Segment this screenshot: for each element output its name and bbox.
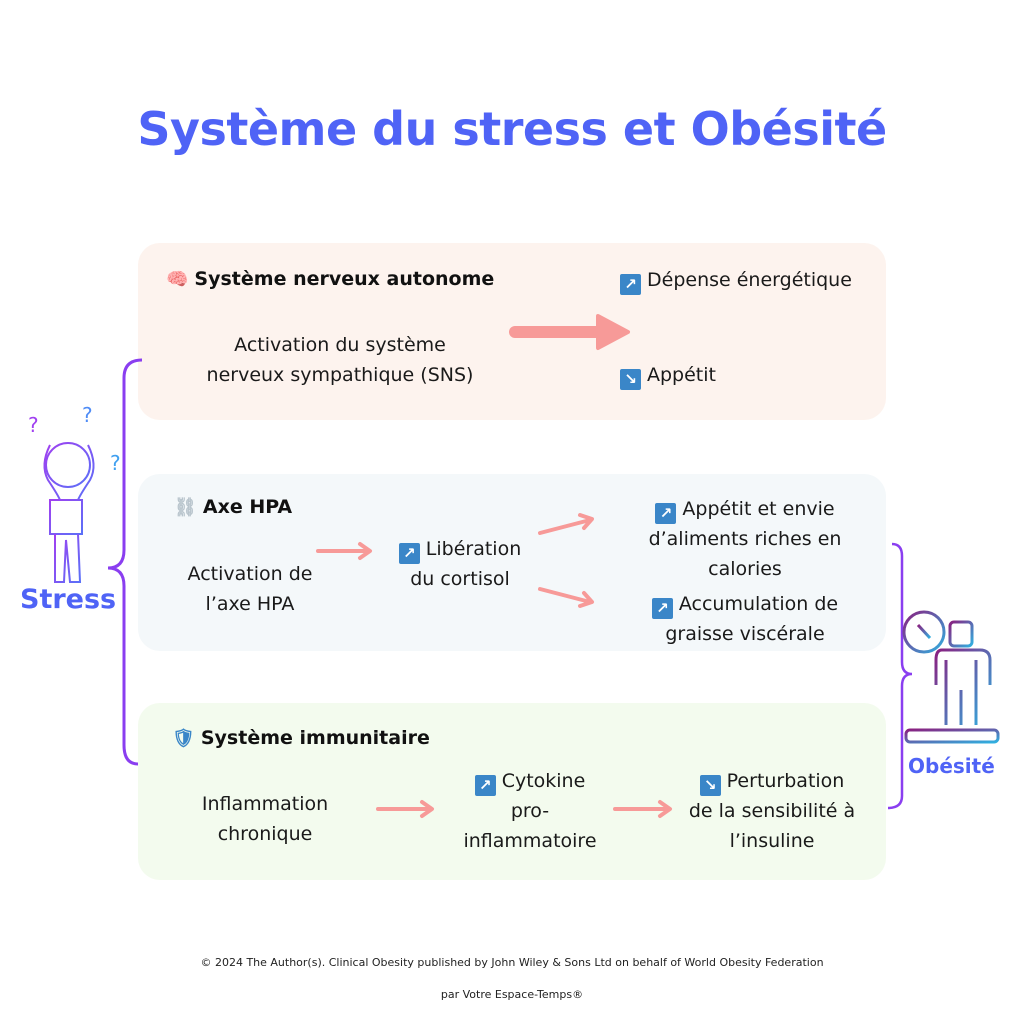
obesity-label: Obésité (908, 754, 995, 778)
arrow-up-right-icon: ↗ (398, 543, 420, 564)
effect-item: ↗Dépense énergétique (620, 265, 852, 295)
stress-brace (107, 358, 143, 766)
heading-text: Système immunitaire (200, 727, 430, 749)
heading-text: Système nerveux autonome (194, 268, 495, 290)
small-arrows (316, 513, 672, 818)
arrow-up-right-icon: ↗ (474, 775, 496, 796)
svg-text:?: ? (28, 413, 39, 437)
svg-text:?: ? (82, 403, 93, 427)
arrow-down-right-icon: ↘ (699, 775, 721, 796)
arrow-up-right-icon: ↗ (651, 598, 673, 619)
page-title: Système du stress et Obésité (137, 102, 887, 156)
arrow-down-right-icon: ↘ (620, 369, 641, 390)
brain-icon: 🧠 (166, 268, 189, 290)
stressed-person-icon: ? ? ? (28, 403, 121, 583)
stress-label: Stress (20, 584, 117, 615)
svg-text:?: ? (110, 451, 121, 475)
section-heading: ⛓Axe HPA (174, 496, 292, 518)
copyright-text: © 2024 The Author(s). Clinical Obesity p… (200, 956, 824, 969)
shield-icon: 🛡 (172, 727, 195, 749)
section-heading: 🛡Système immunitaire (172, 727, 430, 749)
obesity-brace (887, 542, 913, 810)
heading-text: Axe HPA (202, 496, 293, 518)
panel-hpa-axis (138, 474, 886, 651)
credit-text: par Votre Espace-Temps® (440, 988, 584, 1001)
section-heading: 🧠Système nerveux autonome (166, 268, 494, 290)
big-arrow (509, 314, 630, 350)
arrow-up-right-icon: ↗ (620, 274, 641, 295)
chain-icon: ⛓ (174, 496, 197, 518)
effect-item: ↘Appétit (620, 360, 716, 390)
person-on-scale-icon (902, 610, 1000, 744)
arrow-up-right-icon: ↗ (655, 503, 677, 524)
panel-immune-system (138, 703, 886, 880)
